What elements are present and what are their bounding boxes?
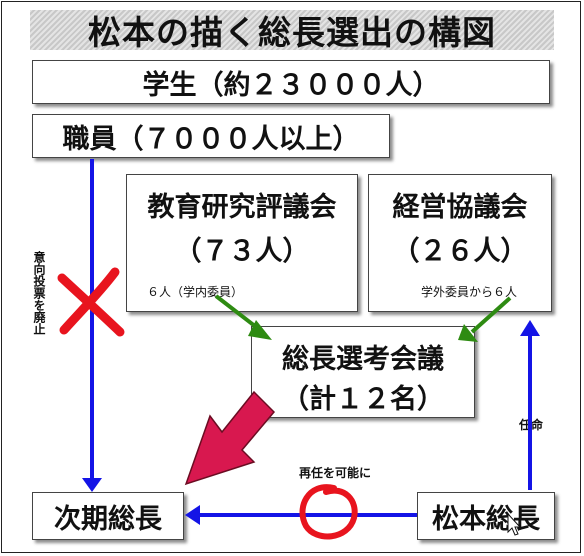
management-council-count: （２６人） [392, 236, 528, 267]
reappoint-label: 再任を可能に [299, 466, 372, 480]
management-council-box: 経営協議会 （２６人） 学外委員から６人 [368, 174, 552, 312]
selection-council-name: 総長選考会議 [282, 344, 444, 375]
selection-council-count: （計１２名） [282, 384, 444, 415]
blue-arrow-matsumoto-up-head [520, 320, 540, 336]
management-council-name: 経営協議会 [392, 192, 528, 223]
green-arrow-management-head [458, 324, 478, 342]
blue-arrow-reappoint-head [185, 505, 200, 525]
title-banner: 松本の描く総長選出の構図 [30, 10, 554, 52]
green-arrow-management-line [470, 296, 512, 334]
next-president-box: 次期総長 [32, 492, 184, 540]
blue-arrow-staff-to-next-head [82, 478, 102, 492]
students-box: 学生（約２３０００人） [32, 60, 550, 104]
next-president-label: 次期総長 [54, 503, 162, 535]
matsumoto-president-label: 松本総長 [432, 503, 540, 535]
students-label: 学生（約２３０００人） [142, 69, 440, 101]
green-arrow-education-line [214, 294, 262, 332]
management-council-note: 学外委員から６人 [421, 285, 518, 299]
diagram-title: 松本の描く総長選出の構図 [88, 13, 496, 52]
vote-abolished-note: 意向投票を廃止 [32, 251, 46, 335]
green-arrow-education-head [248, 320, 272, 340]
staff-label: 職員（７０００人以上） [62, 123, 360, 155]
education-council-name: 教育研究評議会 [147, 192, 337, 223]
matsumoto-president-box: 松本総長 [417, 492, 555, 540]
education-council-count: （７３人） [174, 236, 310, 267]
selection-council-box: 総長選考会議 （計１２名） [251, 326, 475, 418]
education-council-note: ６人（学内委員） [147, 285, 244, 299]
pink-arrow-appoint [184, 390, 276, 486]
cross-mark-icon [57, 267, 125, 337]
education-council-box: 教育研究評議会 （７３人） ６人（学内委員） [126, 174, 358, 312]
circle-mark-icon [299, 484, 358, 540]
staff-box: 職員（７０００人以上） [32, 114, 390, 158]
mouse-cursor-icon [507, 512, 522, 536]
